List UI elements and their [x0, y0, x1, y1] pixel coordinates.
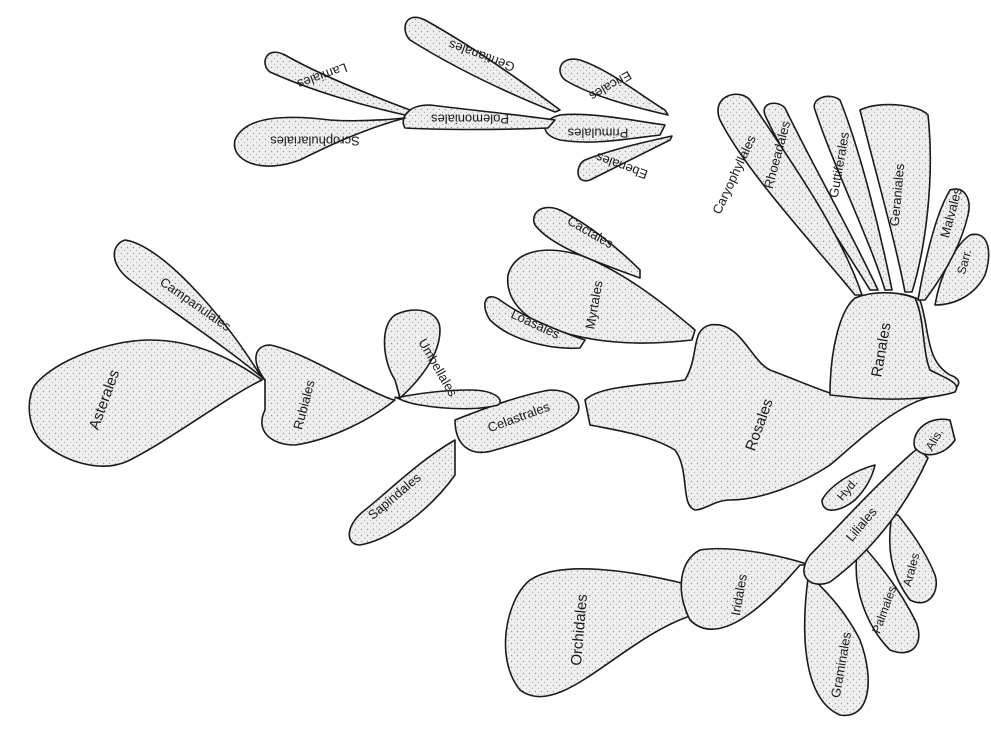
lobe-rubiales [255, 344, 396, 446]
lobe-ebenales [577, 135, 673, 182]
lobe-ericales [559, 58, 669, 116]
label-iridales: Iridales [728, 572, 750, 616]
lobe-lamiales [264, 51, 411, 116]
lobe-caryophyllales [717, 93, 863, 296]
lobe-cactales [533, 206, 641, 279]
lobe-gentianales [404, 16, 561, 113]
lobe-umbellales-arm [383, 309, 441, 399]
lobes [28, 16, 990, 717]
lobe-malvales [917, 188, 970, 301]
lobe-iridales [680, 547, 811, 630]
lobe-geraniales [859, 103, 932, 293]
lobe-graminales [803, 577, 869, 717]
label-primulales: Primulales [567, 126, 628, 141]
lobe-campanulales [113, 239, 266, 381]
lobe-arales [888, 514, 937, 604]
label-polemoniales: Polemoniales [430, 112, 509, 127]
lobe-ranales [829, 291, 958, 400]
label-geraniales: Geraniales [887, 162, 907, 226]
lobe-palmales [855, 547, 920, 654]
lobe-scrophulariales [233, 116, 406, 167]
lobe-guttiferales [813, 95, 893, 291]
lobe-liliales [803, 447, 929, 585]
label-orchidales: Orchidales [568, 593, 591, 666]
lobe-sapindales [348, 439, 456, 546]
lobe-asterales [28, 339, 263, 467]
label-sarr: Sarr. [954, 248, 974, 276]
lobe-loasales [484, 296, 586, 350]
lobe-alis [913, 418, 956, 456]
lobe-hyd [821, 464, 876, 511]
lobe-orchidales [504, 568, 691, 698]
label-scrophulariales: Scrophulariales [270, 134, 360, 149]
lobe-umbellales [394, 389, 501, 410]
lobe-celastrales [454, 389, 580, 454]
lobe-myrtales [506, 249, 696, 344]
